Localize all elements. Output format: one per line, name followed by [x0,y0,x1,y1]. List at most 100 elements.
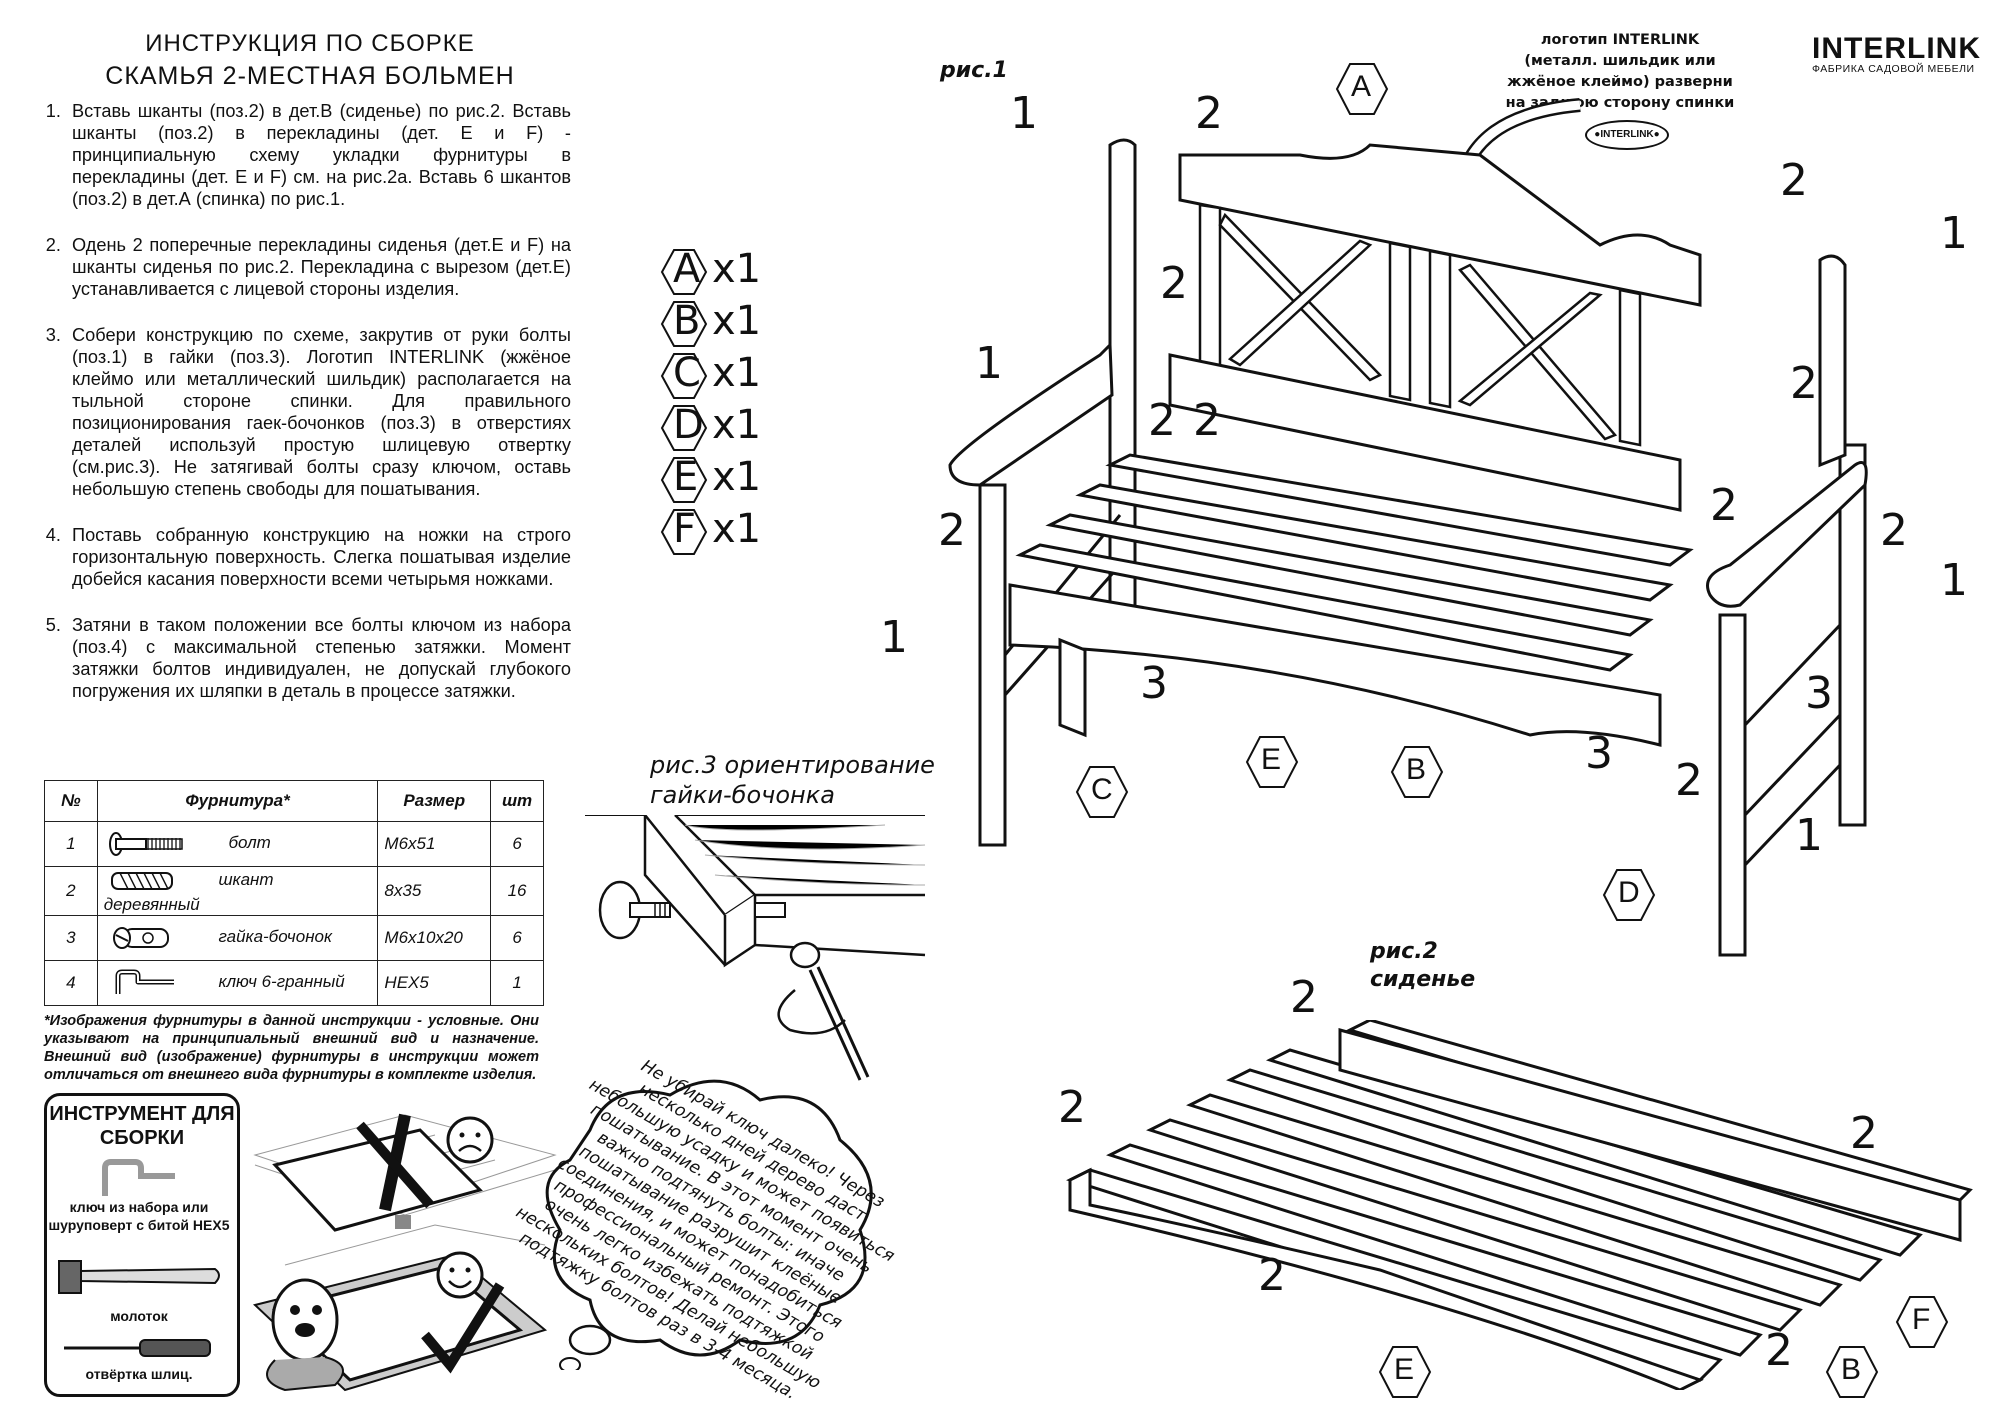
hex-key-icon [102,1159,175,1196]
tool-screwdriver-label: отвёртка шлиц. [85,1366,193,1382]
tool-hammer-label: молоток [110,1308,168,1324]
dowel-icon [110,872,173,890]
brand-name: INTERLINK [1812,32,1981,65]
screwdriver-icon [64,1339,211,1357]
part-qty: x1 [712,298,762,344]
hexagon-icon [1075,766,1129,818]
hardware-name: болт [228,833,271,853]
callout-2: 2 [1193,395,1221,446]
step-5: Затяни в таком положении все болты ключо… [66,614,571,702]
table-header-row: № Фурнитура* Размер шт [44,780,544,822]
callout-b: B [1825,1345,1879,1399]
part-qty: x1 [712,350,762,396]
hex-key-icon [115,969,174,994]
table-row: 4 ключ 6-гранный HEX5 1 [44,960,544,1006]
hexagon-icon [1390,746,1444,798]
callout-1: 1 [975,338,1003,389]
callout-1: 1 [1795,810,1823,861]
callout-3: 3 [1585,728,1613,779]
callout-2: 2 [1290,972,1318,1023]
step-3: Собери конструкцию по схеме, закрутив от… [66,324,571,500]
step-1: Вставь шканты (поз.2) в дет.В (сиденье) … [66,100,571,210]
hardware-footnote: *Изображения фурнитуры в данной инструкц… [44,1013,539,1083]
callout-1: 1 [1940,208,1968,259]
part-qty: x1 [712,402,762,448]
part-letter: C [673,350,701,396]
callout-e: E [1378,1345,1432,1399]
page-title: ИНСТРУКЦИЯ ПО СБОРКЕ [145,30,475,57]
row-size: М6х51 [377,821,492,867]
row-hardware: шкант деревянный [96,866,379,916]
col-header-qty: шт [490,780,544,822]
hardware-table: № Фурнитура* Размер шт 1 болт М6х51 6 2 [44,780,544,1006]
step-4: Поставь собранную конструкцию на ножки н… [66,524,571,590]
tools-box [44,1093,240,1397]
row-num: 4 [44,960,98,1006]
product-name: СКАМЬЯ 2-МЕСТНАЯ БОЛЬМЕН [105,62,515,90]
row-num: 3 [44,915,98,961]
table-row: 1 болт М6х51 6 [44,821,544,867]
callout-d: D [1602,868,1656,922]
hexagon-icon [660,457,708,503]
col-header-hardware: Фурнитура* [96,780,379,822]
part-letter: E [673,454,699,500]
col-header-num: № [44,780,98,822]
fig1-label: рис.1 [940,58,1008,83]
part-letter: F [673,506,697,552]
tool-hex-key-label: ключ из набора или шуруповерт с битой HE… [48,1199,230,1233]
logo-note-caption: логотип INTERLINK (металл. шильдик или ж… [1505,32,1735,111]
callout-2: 2 [1160,258,1188,309]
row-num: 2 [44,866,98,916]
fig1-bench-drawing [948,98,1868,957]
callout-2: 2 [1148,395,1176,446]
callout-2: 2 [1195,88,1223,139]
part-qty: x1 [712,454,762,500]
part-letter: D [673,402,704,448]
hardware-name: шкант деревянный [103,870,274,914]
part-qty: x1 [712,246,762,292]
tip-cloud [545,1079,873,1370]
row-size: М6х10х20 [377,915,492,961]
row-hardware: ключ 6-гранный [96,960,379,1006]
callout-1: 1 [1010,88,1038,139]
row-hardware: гайка-бочонок [96,915,379,961]
row-qty: 16 [490,866,544,916]
hardware-name: гайка-бочонок [218,927,333,947]
callout-b: B [1390,745,1444,799]
brand-subtitle: ФАБРИКА САДОВОЙ МЕБЕЛИ [1812,63,1975,75]
hardware-name: ключ 6-гранный [218,972,345,992]
part-qty: x1 [712,506,762,552]
callout-3: 3 [1140,658,1168,709]
hexagon-icon [1335,63,1389,115]
callout-2: 2 [1880,505,1908,556]
fig3-label: рис.3 ориентирование гайки-бочонка [650,751,935,809]
hexagon-icon [1895,1296,1949,1348]
col-header-size: Размер [377,780,492,822]
callout-2: 2 [1258,1250,1286,1301]
callout-2: 2 [1780,155,1808,206]
barrel-nut-icon [112,927,169,949]
callout-2: 2 [1058,1082,1086,1133]
fig2-seat-drawing [1066,1020,1973,1390]
hexagon-icon [1378,1346,1432,1398]
hexagon-icon [660,509,708,555]
callout-e: E [1245,735,1299,789]
fig2-label: рис.2 сиденье [1370,939,1476,992]
callout-2: 2 [938,505,966,556]
callout-a: A [1335,62,1389,116]
callout-2: 2 [1790,358,1818,409]
table-row: 2 шкант деревянный 8х35 16 [44,866,544,916]
callout-1: 1 [880,612,908,663]
callout-2: 2 [1710,480,1738,531]
tools-title: ИНСТРУМЕНТ ДЛЯ СБОРКИ [49,1103,235,1149]
callout-2: 2 [1765,1325,1793,1376]
part-letter: A [673,246,701,292]
row-qty: 6 [490,915,544,961]
assembly-steps: Вставь шканты (поз.2) в дет.В (сиденье) … [38,100,571,726]
callout-c: C [1075,765,1129,819]
hexagon-icon [660,301,708,347]
fig3-drawing [585,815,926,1081]
hexagon-icon [660,405,708,451]
hexagon-icon [660,353,708,399]
